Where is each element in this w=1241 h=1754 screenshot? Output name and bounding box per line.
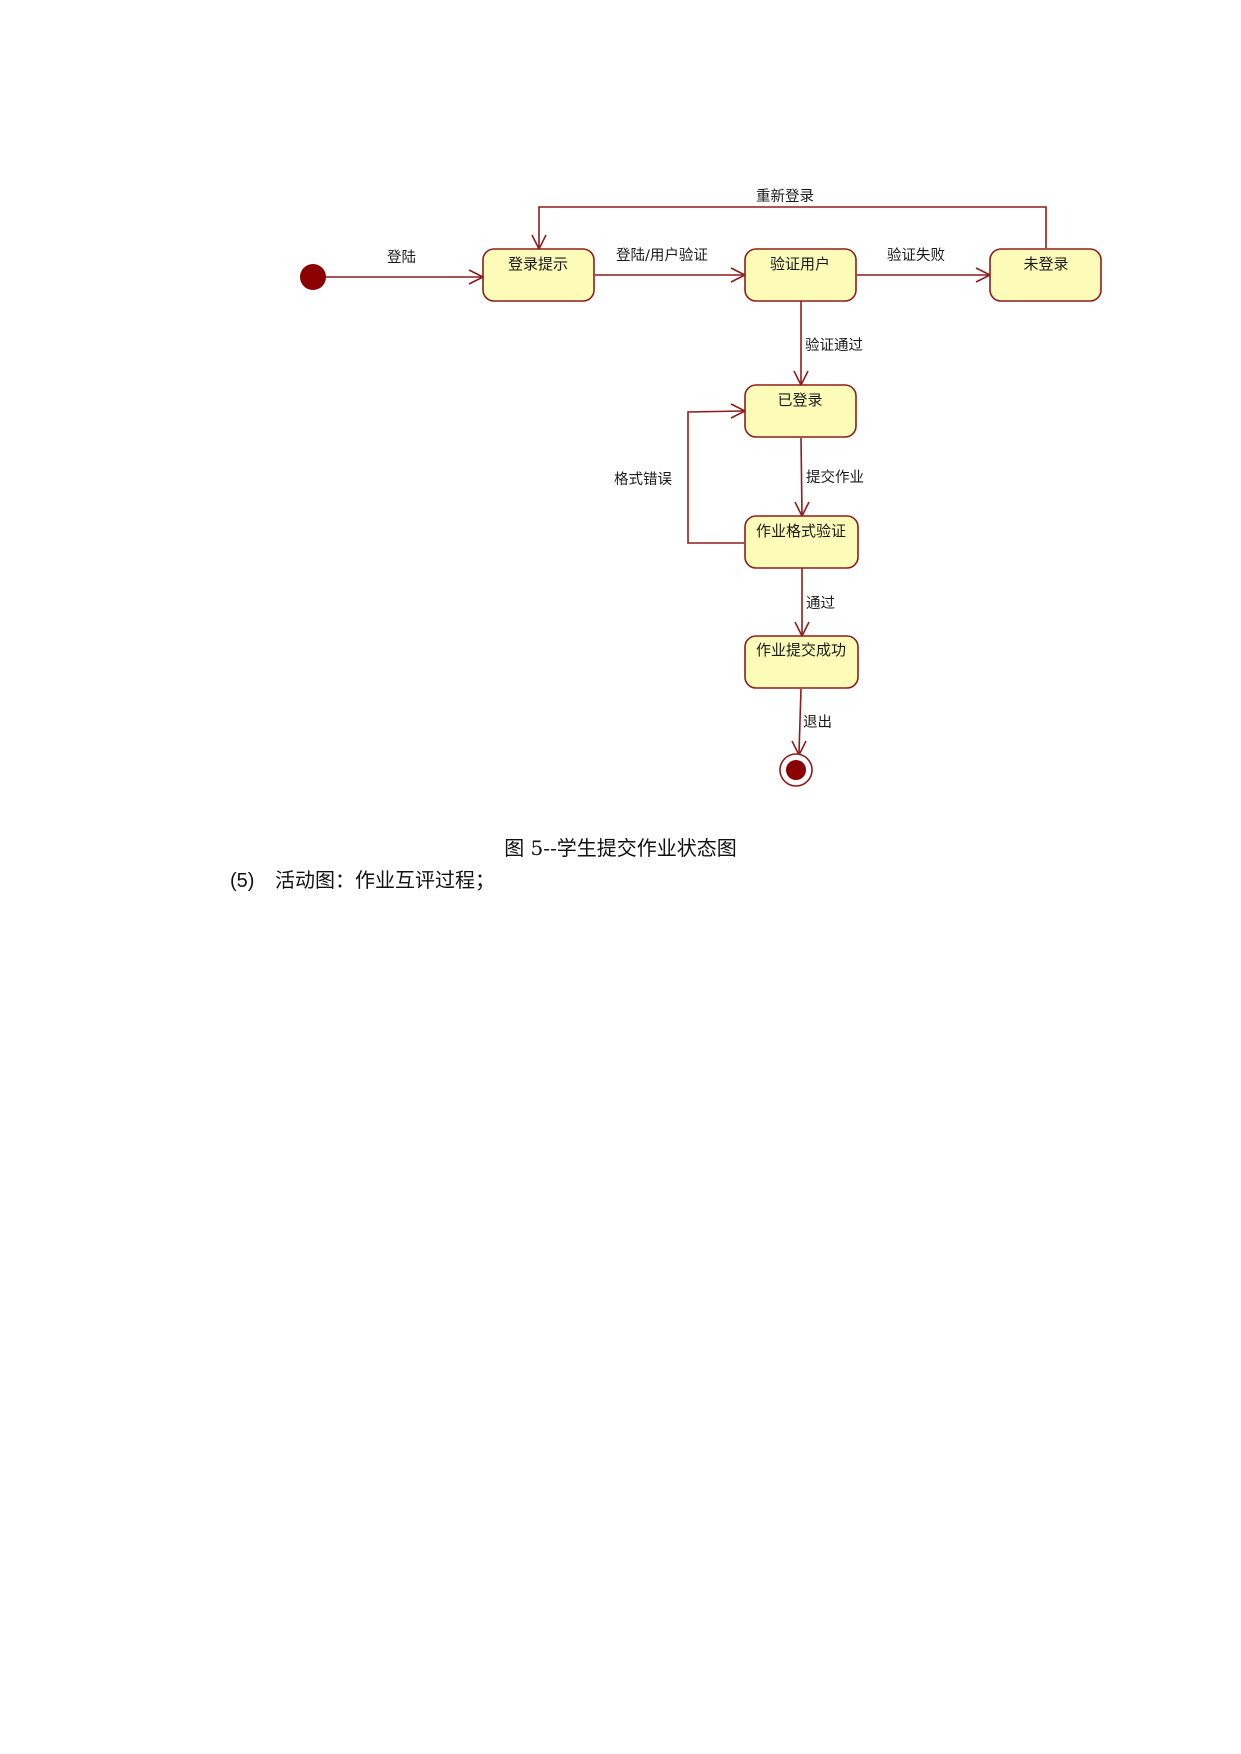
state-logged-in: 已登录: [744, 384, 857, 438]
edge-label-verify-pass: 验证通过: [805, 337, 863, 354]
edge-format-error: [687, 410, 744, 544]
edge-submit-homework: [800, 437, 803, 515]
state-label-format-check: 作业格式验证: [756, 522, 846, 540]
state-not-logged-in: 未登录: [989, 248, 1102, 302]
edge-label-submit-homework: 提交作业: [806, 468, 864, 486]
state-submit-success: 作业提交成功: [744, 635, 859, 689]
initial-node: [300, 264, 326, 290]
state-verify-user: 验证用户: [744, 248, 857, 302]
edge-label-pass: 通过: [806, 595, 835, 612]
edge-label-login: 登陆: [387, 249, 416, 266]
state-format-check: 作业格式验证: [744, 515, 859, 569]
final-node: [779, 753, 813, 787]
edge-label-format-error: 格式错误: [614, 471, 672, 488]
figure-caption: 图 5--学生提交作业状态图: [504, 836, 737, 860]
edge-label-relogin: 重新登录: [756, 188, 814, 205]
section-text: 活动图：作业互评过程；: [275, 868, 495, 892]
section-number: (5): [230, 870, 255, 892]
state-diagram: 登陆 登陆/用户验证 验证失败 重新登录 验证通过 提交作业 格式错误 通过 退…: [300, 188, 1102, 787]
edge-label-exit: 退出: [803, 714, 832, 731]
state-label-submit-success: 作业提交成功: [756, 641, 846, 659]
state-label-login-prompt: 登录提示: [508, 255, 568, 273]
edge-label-verify-fail: 验证失败: [887, 247, 945, 264]
edge-exit: [798, 688, 802, 754]
edge-label-login-verify: 登陆/用户验证: [616, 247, 708, 264]
state-login-prompt: 登录提示: [482, 248, 595, 302]
state-label-not-logged-in: 未登录: [1023, 255, 1068, 273]
state-label-verify-user: 验证用户: [770, 255, 830, 273]
edge-relogin: [538, 206, 1047, 248]
state-label-logged-in: 已登录: [777, 391, 822, 409]
section-heading: (5) 活动图：作业互评过程；: [230, 864, 495, 893]
